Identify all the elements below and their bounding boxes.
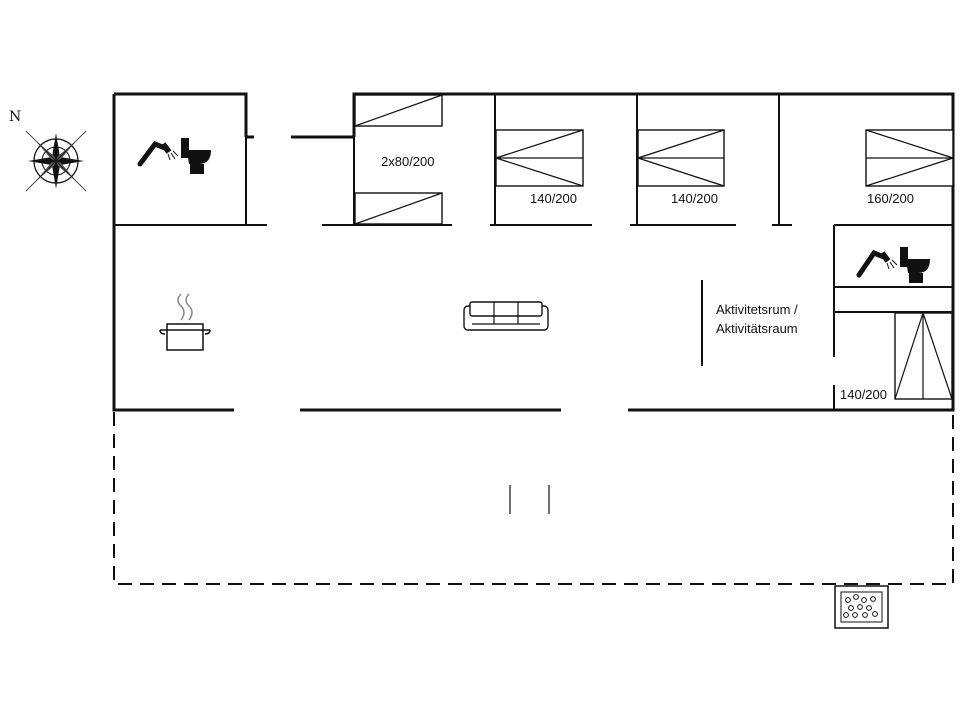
hot-tub-icon xyxy=(834,585,889,629)
terrace-outline xyxy=(113,412,954,585)
bed-size-label: 140/200 xyxy=(840,387,887,402)
activity-room-label-line2: Aktivitätsraum xyxy=(716,321,798,336)
sofa-icon xyxy=(463,301,549,331)
compass-rose-icon xyxy=(25,130,87,192)
double-bed xyxy=(865,129,954,187)
interior-walls xyxy=(114,94,953,410)
bed-size-label: 160/200 xyxy=(867,191,914,206)
bedroom-1: 2x80/200 xyxy=(354,94,443,225)
north-label: N xyxy=(9,109,21,125)
double-bed xyxy=(894,312,953,400)
toilet-icon xyxy=(181,138,211,174)
bathroom-1 xyxy=(137,138,211,174)
bedroom-2: 140/200 xyxy=(495,129,584,206)
single-bed xyxy=(354,94,443,127)
toilet-icon xyxy=(900,247,930,283)
living-room xyxy=(463,301,549,331)
shower-icon xyxy=(856,249,898,278)
bed-size-label: 140/200 xyxy=(671,191,718,206)
exterior-walls xyxy=(112,92,955,412)
double-bed xyxy=(637,129,725,187)
activity-room: Aktivitetsrum / Aktivitätsraum xyxy=(716,302,798,336)
compass: N xyxy=(9,109,87,192)
bathroom-2 xyxy=(856,247,930,283)
single-bed xyxy=(354,192,443,225)
activity-room-label-line1: Aktivitetsrum / xyxy=(716,302,798,317)
shower-icon xyxy=(137,140,179,167)
cooking-pot-icon xyxy=(159,293,211,351)
bedroom-4: 160/200 xyxy=(865,129,954,206)
kitchen xyxy=(159,293,211,351)
bed-size-label: 140/200 xyxy=(530,191,577,206)
bed-size-label: 2x80/200 xyxy=(381,154,435,169)
bedroom-5: 140/200 xyxy=(840,312,953,402)
double-bed xyxy=(495,129,584,187)
bedroom-3: 140/200 xyxy=(637,129,725,206)
